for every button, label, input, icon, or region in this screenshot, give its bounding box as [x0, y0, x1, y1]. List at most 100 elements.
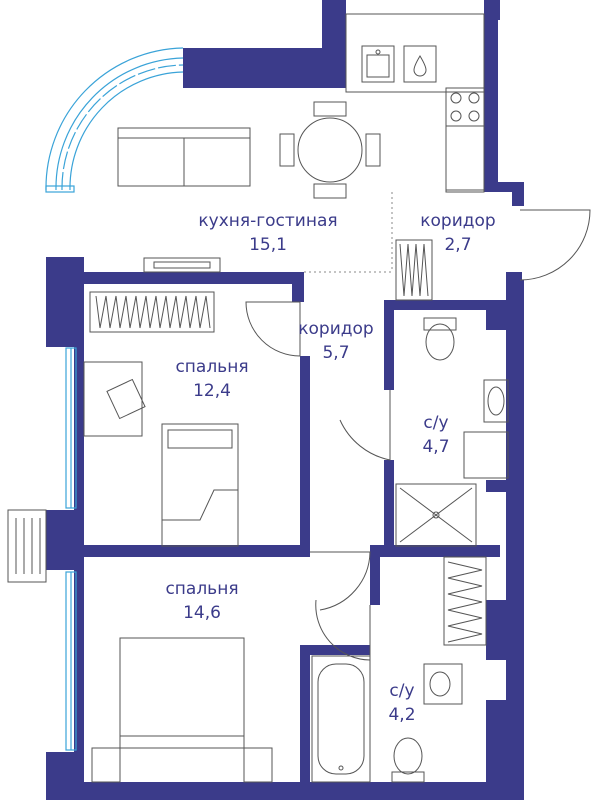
bedroom1-blanket-fold — [162, 489, 238, 521]
label-bathroom2-name: с/у — [389, 681, 414, 701]
tv-stand — [143, 257, 221, 273]
bath2-tub — [311, 655, 371, 783]
wall-bath2-mid — [370, 545, 380, 605]
stove — [445, 87, 485, 127]
room-labels: кухня-гостиная 15,1 коридор 2,7 коридор … — [165, 211, 495, 725]
window-curved-outer — [45, 47, 184, 191]
door-entry — [519, 209, 591, 281]
bedroom2-nightstand-left — [91, 747, 121, 783]
wall-kitchen-right-step — [484, 182, 524, 192]
stove-burner-3 — [450, 110, 462, 122]
entry-wardrobe — [395, 239, 433, 301]
chair-bottom — [313, 183, 347, 199]
label-corridor-entry-area: 2,7 — [444, 235, 471, 255]
wall-right-step2 — [486, 600, 508, 660]
ac-unit — [7, 509, 47, 583]
dining-table — [297, 117, 363, 183]
bath1-shower-drain — [432, 511, 440, 519]
bath1-washer — [463, 431, 509, 479]
bedroom1-wardrobe — [89, 291, 215, 333]
wall-bath1-left-top — [384, 300, 394, 390]
bedroom1-pillow — [167, 429, 233, 449]
wall-bath1-left-bot — [384, 460, 394, 552]
wall-bath1-top — [384, 300, 514, 310]
bedroom2-headboard — [119, 735, 245, 749]
bedroom2-bed — [119, 637, 245, 749]
label-corridor-main-name: коридор — [298, 319, 373, 339]
chair-right — [365, 133, 381, 167]
doors — [245, 209, 591, 661]
hall-wardrobe-hangers — [447, 561, 483, 643]
window-curved-glass — [61, 64, 184, 191]
label-kitchen-living-area: 15,1 — [249, 235, 287, 255]
wall-right-step3 — [486, 700, 508, 800]
wall-top-tower — [322, 0, 346, 88]
kitchen-furniture — [117, 13, 485, 273]
bedroom1-chair — [106, 378, 146, 420]
door-bedroom2 — [310, 551, 371, 611]
label-bedroom2-area: 14,6 — [183, 603, 221, 623]
bedroom2-furniture — [91, 637, 273, 783]
bath2-sink — [423, 663, 463, 705]
wall-bottom — [46, 782, 524, 800]
label-bedroom2-name: спальня — [165, 579, 238, 599]
bedroom1-bed — [161, 423, 239, 547]
bath1-toilet-bowl — [425, 323, 455, 361]
dishwasher — [403, 45, 437, 83]
water-drop-icon — [413, 55, 427, 77]
kitchen-counter — [345, 13, 485, 93]
wall-mid-horizontal — [370, 545, 500, 557]
window-curved-frame-bottom — [45, 185, 75, 193]
label-bathroom1-name: с/у — [423, 413, 448, 433]
bath1-shower-diag-2 — [399, 487, 473, 543]
door-bathroom1 — [339, 390, 391, 461]
kitchen-sink-bowl — [366, 54, 390, 78]
walls — [46, 0, 524, 800]
entry-wardrobe-box — [395, 239, 433, 301]
label-kitchen-living-name: кухня-гостиная — [198, 211, 337, 231]
bath1-sink-bowl — [487, 386, 505, 416]
windows — [45, 47, 184, 751]
bath1-toilet-tank — [423, 317, 457, 331]
kitchen-counter-side — [445, 87, 485, 193]
wall-bath2-left — [300, 645, 310, 800]
bedroom1-furniture — [83, 291, 239, 547]
bathroom2-fixtures — [311, 655, 463, 783]
kitchen-sink — [361, 45, 395, 83]
bedroom1-wardrobe-hangers — [95, 295, 211, 329]
hall-wardrobe-box — [443, 556, 487, 646]
label-bathroom1-area: 4,7 — [422, 437, 449, 457]
wall-kitchen-top — [183, 48, 325, 88]
wall-bedroom1-top-stub — [292, 272, 304, 302]
stove-burner-1 — [450, 92, 462, 104]
wall-bedroom1-bottom — [84, 545, 310, 557]
stove-burner-4 — [468, 110, 480, 122]
label-bedroom1-area: 12,4 — [193, 381, 231, 401]
label-corridor-main-area: 5,7 — [322, 343, 349, 363]
chair-left — [279, 133, 295, 167]
door-bathroom2 — [315, 599, 371, 661]
bedroom1-desk — [83, 361, 143, 437]
wall-bedroom1-right — [300, 356, 310, 552]
wall-bedroom1-top — [84, 272, 304, 284]
tv-screen — [153, 261, 211, 269]
bath2-toilet-bowl — [393, 737, 423, 775]
wall-right-step — [486, 480, 508, 492]
wall-kitchen-right-post — [512, 182, 524, 206]
wall-right-niche — [486, 308, 508, 330]
window-curved-inner — [69, 71, 184, 191]
sofa-back — [117, 127, 251, 139]
bath2-sink-bowl — [429, 671, 451, 697]
kitchen-sink-drain — [375, 49, 381, 55]
label-bathroom2-area: 4,2 — [388, 705, 415, 725]
stove-burner-2 — [468, 92, 480, 104]
entry-wardrobe-hangers — [399, 243, 429, 297]
label-bedroom1-name: спальня — [175, 357, 248, 377]
fridge — [445, 125, 485, 191]
wall-top-tower-right — [484, 0, 498, 192]
door-bedroom1 — [245, 301, 301, 357]
label-corridor-entry-name: коридор — [420, 211, 495, 231]
chair-top — [313, 101, 347, 117]
wall-bath2-top — [300, 645, 370, 655]
